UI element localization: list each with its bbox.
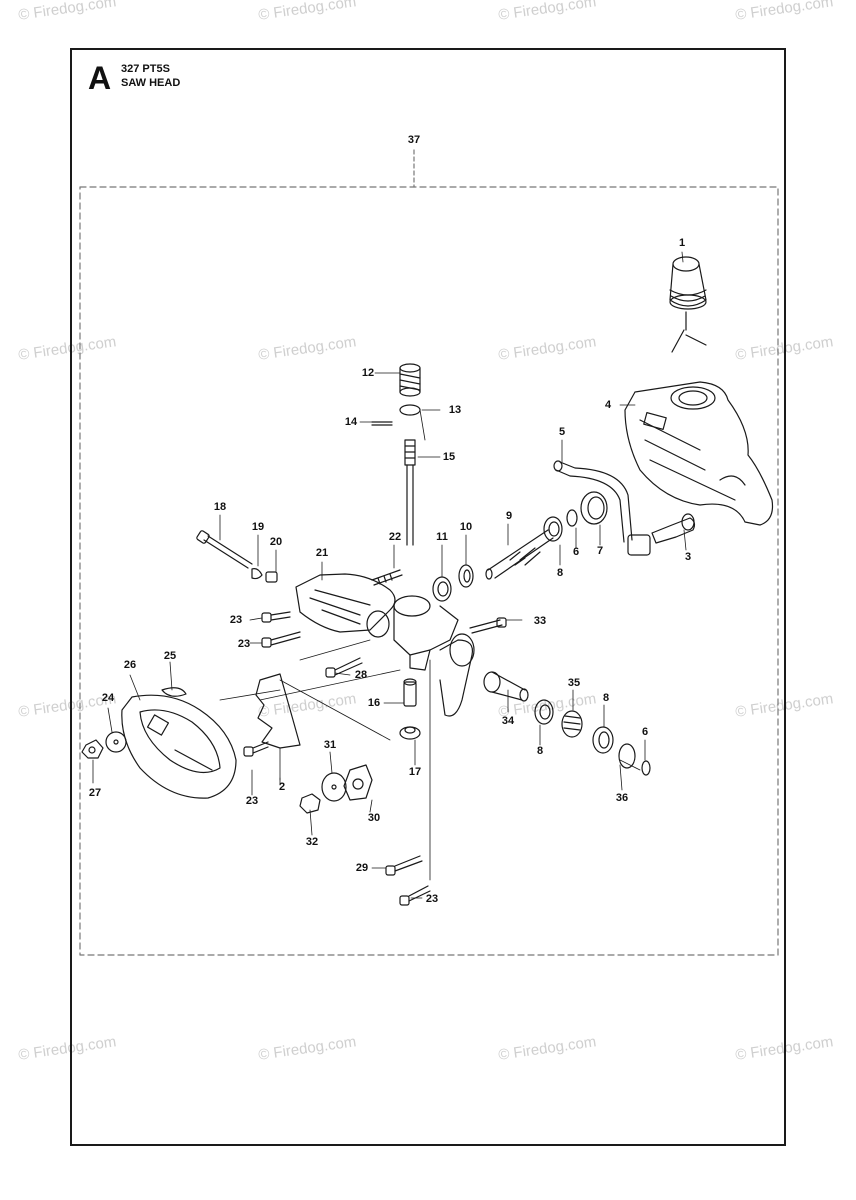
part-cap bbox=[669, 256, 707, 353]
part-pin-16 bbox=[403, 678, 417, 707]
callout-23c: 23 bbox=[245, 795, 259, 807]
part-seal bbox=[580, 491, 608, 525]
callout-15: 15 bbox=[442, 451, 456, 463]
callout-14: 14 bbox=[344, 416, 358, 428]
callout-5: 5 bbox=[558, 426, 566, 438]
callout-11: 11 bbox=[436, 531, 448, 543]
callout-17: 17 bbox=[408, 766, 422, 778]
part-gear-housing bbox=[393, 595, 475, 717]
callout-23a: 23 bbox=[229, 614, 243, 626]
callout-29: 29 bbox=[355, 862, 369, 874]
assembly-boundary bbox=[79, 186, 779, 956]
part-circlip bbox=[566, 509, 578, 527]
callout-8: 8 bbox=[556, 567, 564, 579]
callout-18: 18 bbox=[213, 501, 227, 513]
callout-27: 27 bbox=[88, 787, 102, 799]
part-bolt-23-b bbox=[261, 631, 301, 648]
part-worm-gear bbox=[561, 710, 583, 738]
callout-24: 24 bbox=[101, 692, 115, 704]
part-shaft bbox=[485, 529, 554, 580]
callout-8c: 8 bbox=[602, 692, 610, 704]
part-bolt-22 bbox=[371, 569, 403, 586]
part-seal-17 bbox=[399, 726, 421, 740]
callout-31: 31 bbox=[323, 739, 337, 751]
part-housing bbox=[624, 381, 774, 526]
part-bolt-29 bbox=[385, 855, 423, 876]
callout-35: 35 bbox=[567, 677, 581, 689]
part-washer-31 bbox=[321, 772, 347, 802]
part-nut-32 bbox=[299, 793, 321, 814]
callout-1: 1 bbox=[678, 237, 686, 249]
section-letter: A bbox=[88, 60, 112, 96]
part-bolt-23-c bbox=[243, 741, 269, 757]
part-bearing-11 bbox=[432, 576, 452, 602]
callout-2: 2 bbox=[278, 781, 286, 793]
callout-34: 34 bbox=[501, 715, 515, 727]
part-bearing-8b bbox=[534, 699, 554, 725]
part-sprocket bbox=[343, 764, 373, 801]
diagram-frame bbox=[70, 48, 786, 1146]
callout-6b: 6 bbox=[641, 726, 649, 738]
callout-26: 26 bbox=[123, 659, 137, 671]
guide-lines bbox=[219, 409, 641, 881]
part-ring bbox=[399, 404, 421, 416]
callout-7: 7 bbox=[596, 545, 604, 557]
callout-32: 32 bbox=[305, 836, 319, 848]
callout-36: 36 bbox=[615, 792, 629, 804]
callout-6: 6 bbox=[572, 546, 580, 558]
part-washer-24 bbox=[105, 731, 127, 753]
part-washer bbox=[251, 568, 263, 580]
part-lever bbox=[553, 460, 651, 556]
part-nut bbox=[265, 571, 278, 583]
callout-13: 13 bbox=[448, 404, 462, 416]
part-bearing bbox=[543, 516, 563, 542]
part-drive-shaft bbox=[404, 439, 416, 546]
callout-20: 20 bbox=[269, 536, 283, 548]
callout-23d: 23 bbox=[425, 893, 439, 905]
callout-25: 25 bbox=[163, 650, 177, 662]
part-bolt-23-d bbox=[399, 885, 431, 906]
callout-19: 19 bbox=[251, 521, 265, 533]
part-plate bbox=[255, 673, 301, 749]
part-bolt-28 bbox=[325, 657, 363, 678]
callout-30: 30 bbox=[367, 812, 381, 824]
callout-10: 10 bbox=[459, 521, 473, 533]
part-clip bbox=[161, 687, 187, 697]
part-bearing-8c bbox=[592, 726, 614, 754]
callout-9: 9 bbox=[505, 510, 513, 522]
part-pin bbox=[371, 421, 393, 426]
part-ring-36 bbox=[618, 743, 636, 769]
callout-23b: 23 bbox=[237, 638, 251, 650]
part-bolt bbox=[196, 530, 253, 569]
callout-12: 12 bbox=[361, 367, 375, 379]
part-nut-27 bbox=[81, 739, 104, 759]
part-spring bbox=[399, 363, 421, 397]
callout-16: 16 bbox=[367, 697, 381, 709]
part-guard bbox=[121, 694, 237, 799]
callout-leaders bbox=[92, 251, 687, 899]
part-bolt-33 bbox=[469, 617, 507, 634]
part-circlip-6b bbox=[641, 760, 651, 776]
callout-21: 21 bbox=[315, 547, 329, 559]
part-shaft-34 bbox=[483, 671, 529, 702]
callout-3: 3 bbox=[684, 551, 692, 563]
callout-28: 28 bbox=[354, 669, 368, 681]
callout-4: 4 bbox=[604, 399, 612, 411]
model-number: 327 PT5S bbox=[121, 63, 170, 75]
part-fitting bbox=[651, 513, 696, 544]
part-upper-housing bbox=[295, 573, 396, 638]
callout-8b: 8 bbox=[536, 745, 544, 757]
part-bolt-23-a bbox=[261, 611, 291, 623]
callout-22: 22 bbox=[388, 531, 402, 543]
callout-37: 37 bbox=[407, 134, 421, 146]
diagram-title: SAW HEAD bbox=[121, 77, 181, 89]
part-spacer bbox=[458, 564, 474, 588]
callout-33: 33 bbox=[533, 615, 547, 627]
